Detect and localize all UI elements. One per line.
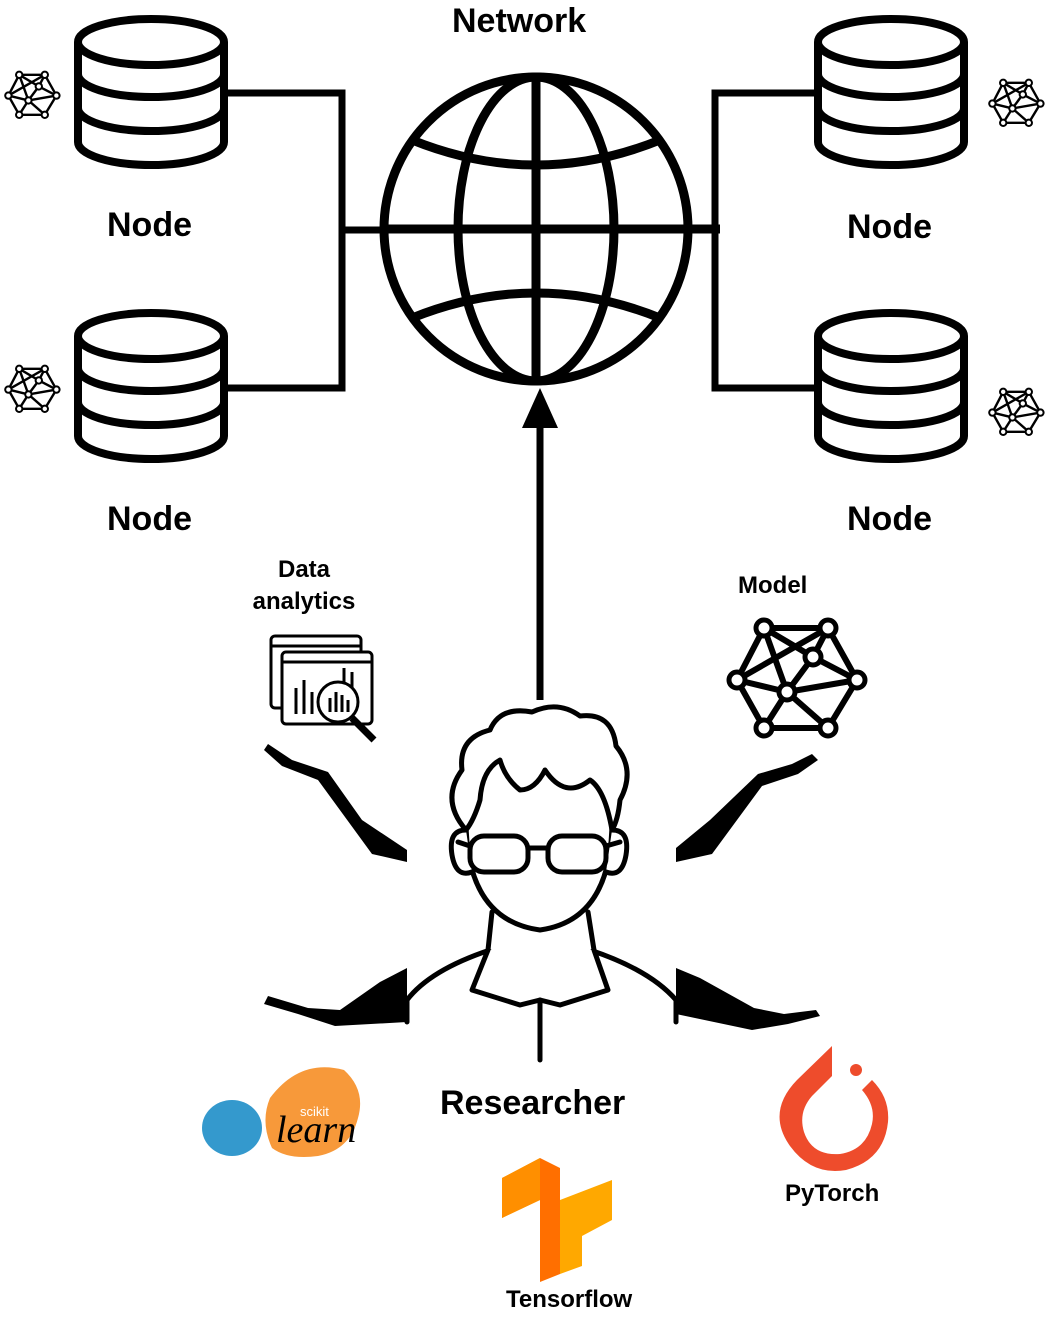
node-bottom-left-database-icon <box>78 313 224 459</box>
tensorflow-label: Tensorflow <box>506 1286 633 1313</box>
node-top-left-label: Node <box>107 206 192 244</box>
node-top-left-database-icon <box>78 19 224 165</box>
tensorflow-logo <box>502 1158 612 1282</box>
node-top-left-model-icon <box>3 70 61 120</box>
data-analytics-label-line2: analytics <box>252 588 356 615</box>
model-icon <box>729 620 865 736</box>
scikit-learn-text: learn <box>276 1109 356 1151</box>
data-analytics-label: Data analytics <box>248 554 360 618</box>
node-top-right-database-icon <box>818 19 964 165</box>
right-node-connector <box>711 89 817 392</box>
data-analytics-label-line1: Data <box>277 556 331 583</box>
node-bottom-left-model-icon <box>3 364 61 414</box>
globe-icon <box>379 72 720 386</box>
scikit-learn-logo: scikit learn <box>202 1067 361 1157</box>
researcher-icon <box>264 704 820 1063</box>
scikit-small-text: scikit <box>300 1104 329 1119</box>
pytorch-label: PyTorch <box>785 1180 880 1207</box>
network-label: Network <box>452 2 587 40</box>
model-label: Model <box>738 572 808 599</box>
pytorch-logo <box>779 1046 889 1171</box>
node-top-right-model-icon <box>988 78 1045 128</box>
data-analytics-icon <box>269 634 377 743</box>
left-node-connector <box>228 89 346 392</box>
researcher-to-network-arrow <box>522 388 558 700</box>
researcher-arms <box>264 744 820 1030</box>
node-bottom-right-database-icon <box>818 313 964 459</box>
node-bottom-right-label: Node <box>847 500 932 538</box>
node-top-right-label: Node <box>847 208 932 246</box>
node-bottom-right-model-icon <box>988 387 1045 437</box>
researcher-label: Researcher <box>440 1084 626 1122</box>
node-bottom-left-label: Node <box>107 500 192 538</box>
